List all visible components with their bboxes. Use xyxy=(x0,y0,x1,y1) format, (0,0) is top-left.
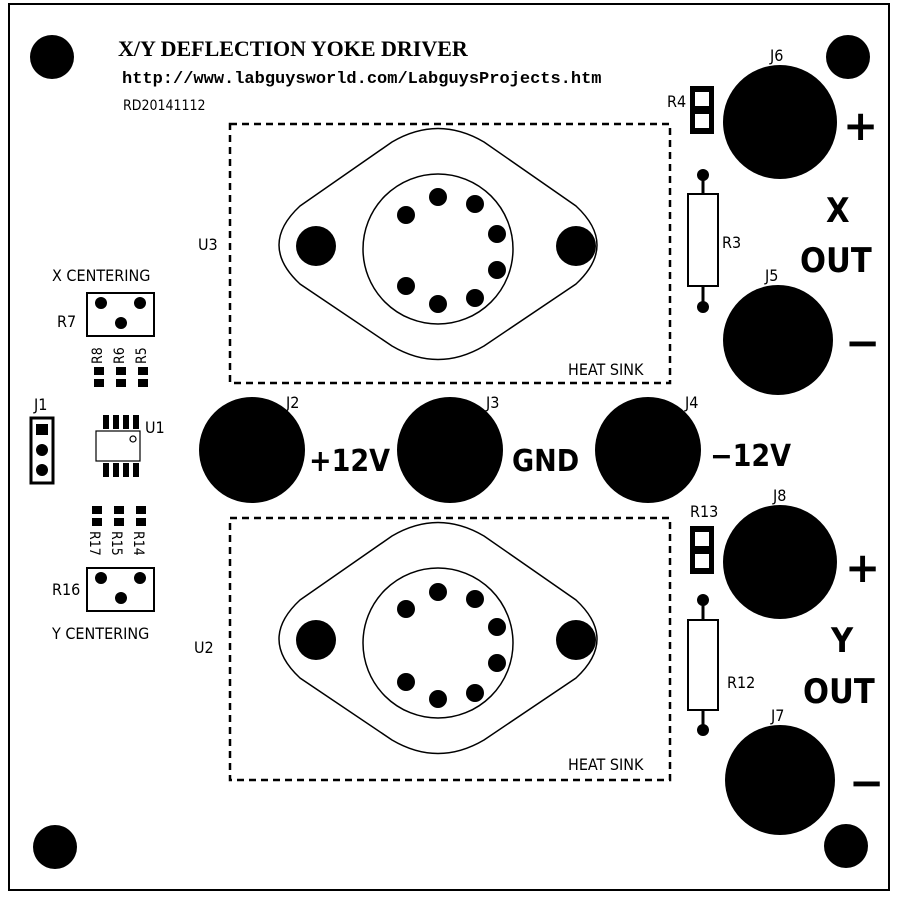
r5-label: R5 xyxy=(134,347,150,364)
board-revision: RD20141112 xyxy=(123,98,206,114)
mounting-hole-top-right xyxy=(826,35,870,79)
u3-to3-outline xyxy=(278,127,598,361)
r8-label: R8 xyxy=(90,347,106,364)
j1-header xyxy=(29,416,55,485)
x-axis-label: X xyxy=(826,191,850,231)
y-centering-label: Y CENTERING xyxy=(51,624,149,643)
y-axis-label: Y xyxy=(830,621,854,661)
r6-smd-footprint xyxy=(116,367,126,387)
minus12v-label: −12V xyxy=(710,439,791,474)
r5-smd-footprint xyxy=(138,367,148,387)
y-out-label: OUT xyxy=(803,672,875,712)
j4-terminal xyxy=(595,397,701,503)
u2-label: U2 xyxy=(194,638,214,657)
r14-label: R14 xyxy=(130,531,146,556)
plus12v-label: +12V xyxy=(309,444,390,479)
r3-resistor xyxy=(687,169,719,313)
r17-label: R17 xyxy=(86,531,102,556)
j2-label: J2 xyxy=(285,393,299,412)
j2-terminal xyxy=(199,397,305,503)
mounting-hole-bottom-left xyxy=(33,825,77,869)
j3-label: J3 xyxy=(485,393,499,412)
r17-smd-footprint xyxy=(92,506,102,526)
j1-label: J1 xyxy=(33,395,47,414)
x-plus-sign: + xyxy=(843,101,878,150)
r15-smd-footprint xyxy=(114,506,124,526)
r16-label: R16 xyxy=(52,580,80,599)
r12-resistor xyxy=(687,594,719,736)
j8-terminal xyxy=(723,505,837,619)
r16-trimpot xyxy=(86,567,155,612)
j8-label: J8 xyxy=(772,486,786,505)
u2-can-outline xyxy=(362,567,514,719)
u3-mount-hole-left xyxy=(296,226,336,266)
r12-label: R12 xyxy=(727,673,755,692)
r8-smd-footprint xyxy=(94,367,104,387)
r14-smd-footprint xyxy=(136,506,146,526)
u3-can-outline xyxy=(362,173,514,325)
u3-mount-hole-right xyxy=(556,226,596,266)
u3-pins xyxy=(397,188,506,313)
j6-label: J6 xyxy=(769,46,783,65)
j5-terminal xyxy=(723,285,833,395)
y-minus-sign: − xyxy=(849,758,884,807)
u2-mount-hole-right xyxy=(556,620,596,660)
j5-label: J5 xyxy=(764,266,778,285)
board-title: X/Y DEFLECTION YOKE DRIVER xyxy=(118,36,469,61)
j3-terminal xyxy=(397,397,503,503)
r15-label: R15 xyxy=(108,531,124,556)
x-minus-sign: − xyxy=(845,318,880,367)
r4-smd-footprint xyxy=(690,86,714,134)
mounting-hole-bottom-right xyxy=(824,824,868,868)
r6-label: R6 xyxy=(112,347,128,364)
heat-sink-label-top: HEAT SINK xyxy=(568,360,644,379)
u2-mount-hole-left xyxy=(296,620,336,660)
u3-label: U3 xyxy=(198,235,218,254)
x-centering-label: X CENTERING xyxy=(52,266,150,285)
j6-terminal xyxy=(723,65,837,179)
u2-to3-outline xyxy=(278,521,598,755)
j7-label: J7 xyxy=(770,706,784,725)
heat-sink-outline-top xyxy=(228,122,672,385)
r13-label: R13 xyxy=(690,502,718,521)
u2-pins xyxy=(397,583,506,708)
j7-terminal xyxy=(725,725,835,835)
r7-label: R7 xyxy=(57,312,76,331)
r4-label: R4 xyxy=(667,92,686,111)
gnd-label: GND xyxy=(512,444,579,479)
u1-label: U1 xyxy=(145,418,165,437)
y-plus-sign: + xyxy=(845,543,880,592)
j4-label: J4 xyxy=(684,393,698,412)
u1-soic8 xyxy=(95,415,141,477)
heat-sink-label-bottom: HEAT SINK xyxy=(568,755,644,774)
r7-trimpot xyxy=(86,292,155,337)
r3-label: R3 xyxy=(722,233,741,252)
heat-sink-outline-bottom xyxy=(228,516,672,782)
board-url: http://www.labguysworld.com/LabguysProje… xyxy=(122,70,601,89)
x-out-label: OUT xyxy=(800,241,872,281)
mounting-hole-top-left xyxy=(30,35,74,79)
r13-smd-footprint xyxy=(690,526,714,574)
